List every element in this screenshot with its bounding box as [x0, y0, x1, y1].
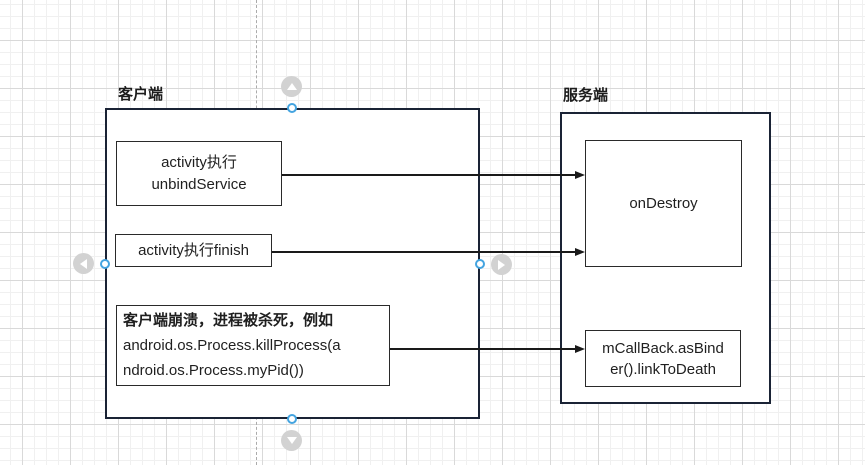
- node-link-to-death[interactable]: mCallBack.asBind er().linkToDeath: [585, 330, 741, 387]
- node-client-crash[interactable]: 客户端崩溃，进程被杀死，例如 android.os.Process.killPr…: [116, 305, 390, 386]
- triangle-up-glyph: [286, 83, 297, 90]
- triangle-left-glyph: [80, 258, 87, 269]
- node-client-crash-line3: ndroid.os.Process.myPid()): [123, 362, 304, 379]
- node-on-destroy-label: onDestroy: [629, 194, 698, 212]
- connection-point-bottom[interactable]: [287, 414, 297, 424]
- node-link-to-death-line2: er().linkToDeath: [610, 360, 716, 378]
- node-client-crash-line2: android.os.Process.killProcess(a: [123, 337, 341, 354]
- nav-arrow-up-icon[interactable]: [281, 76, 302, 97]
- edge-finish-to-ondestroy[interactable]: [272, 247, 585, 257]
- connection-point-top[interactable]: [287, 103, 297, 113]
- edge-crash-to-linktodeath[interactable]: [390, 344, 585, 354]
- node-unbind-service[interactable]: activity执行 unbindService: [116, 141, 282, 206]
- edge-unbind-to-ondestroy[interactable]: [282, 170, 585, 180]
- node-on-destroy[interactable]: onDestroy: [585, 140, 742, 267]
- node-client-crash-line1: 客户端崩溃，进程被杀死，例如: [123, 312, 334, 329]
- arrowhead-icon: [575, 344, 585, 353]
- node-link-to-death-line1: mCallBack.asBind: [602, 339, 724, 357]
- triangle-right-glyph: [498, 259, 505, 270]
- server-group-label: 服务端: [563, 87, 609, 104]
- node-unbind-service-line1: activity执行: [161, 153, 237, 171]
- nav-arrow-down-icon[interactable]: [281, 430, 302, 451]
- connection-point-left[interactable]: [100, 259, 110, 269]
- node-activity-finish-label: activity执行finish: [138, 241, 249, 259]
- nav-arrow-right-icon[interactable]: [491, 254, 512, 275]
- connection-point-right[interactable]: [475, 259, 485, 269]
- triangle-down-glyph: [286, 437, 297, 444]
- node-unbind-service-line2: unbindService: [151, 175, 247, 193]
- client-group-label: 客户端: [118, 86, 164, 103]
- arrowhead-icon: [575, 170, 585, 179]
- arrowhead-icon: [575, 247, 585, 256]
- edge-line: [390, 348, 577, 350]
- edge-line: [282, 174, 577, 176]
- nav-arrow-left-icon[interactable]: [73, 253, 94, 274]
- node-activity-finish[interactable]: activity执行finish: [115, 234, 272, 267]
- edge-line: [272, 251, 577, 253]
